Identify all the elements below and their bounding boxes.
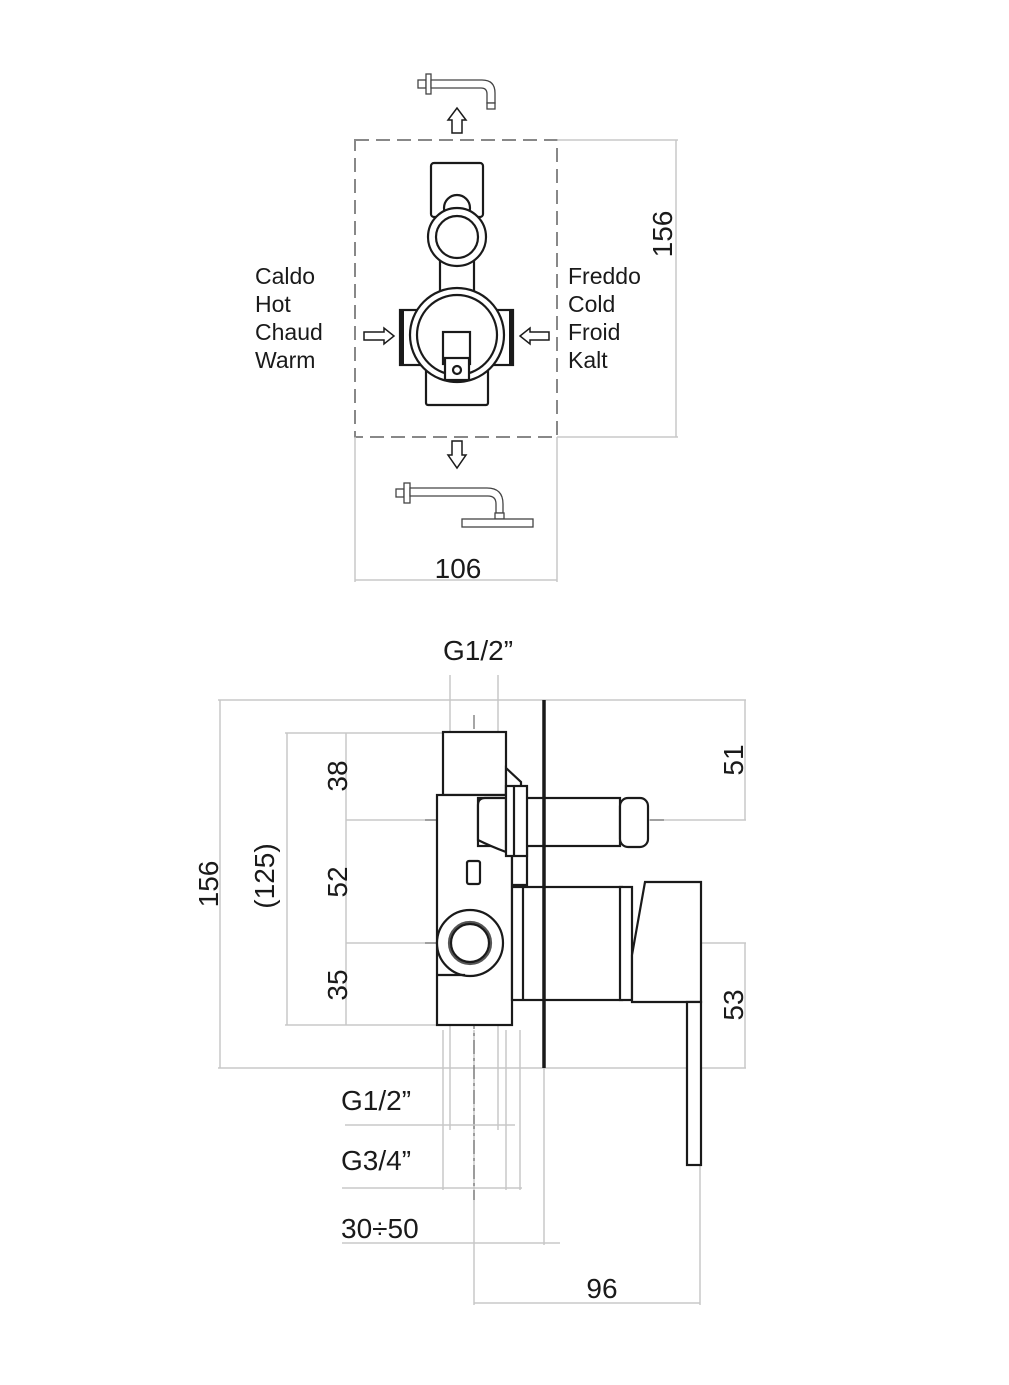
front-width-dim: 106 [435, 553, 482, 584]
install-depth-label: 30÷50 [341, 1213, 419, 1244]
cold-inlet-labels: Freddo Cold Froid Kalt [568, 263, 641, 373]
cold-label-fr: Froid [568, 319, 620, 345]
inner-height-dim: (125) [249, 843, 280, 908]
hot-inlet-labels: Caldo Hot Chaud Warm [255, 263, 323, 373]
projection-dim: 96 [586, 1273, 617, 1304]
shower-head-icon [395, 482, 534, 528]
right-bottom-dim: 53 [718, 989, 749, 1020]
spout-icon [417, 73, 496, 110]
outlet-thread-label: G1/2” [341, 1085, 411, 1116]
arrow-hot-inlet-icon [363, 326, 396, 346]
segment-bottom-dim: 35 [322, 969, 353, 1000]
side-view: G1/2” [193, 635, 749, 1305]
cold-label-it: Freddo [568, 263, 641, 289]
inlet-thread-label: G3/4” [341, 1145, 411, 1176]
front-height-dim: 156 [647, 211, 678, 258]
hot-label-it: Caldo [255, 263, 315, 289]
segment-top-dim: 38 [322, 760, 353, 791]
hot-label-de: Warm [255, 347, 315, 373]
segment-mid-dim: 52 [322, 866, 353, 897]
install-box [354, 139, 558, 438]
cold-label-de: Kalt [568, 347, 608, 373]
valve-body-front [398, 161, 515, 407]
front-view: 156 106 Caldo Hot Chaud Warm Freddo Cold… [255, 73, 678, 584]
arrow-up-icon [446, 106, 468, 134]
arrow-down-icon [446, 440, 468, 470]
valve-body-side [435, 700, 703, 1167]
hot-label-fr: Chaud [255, 319, 323, 345]
total-height-dim: 156 [193, 861, 224, 908]
right-top-dim: 51 [718, 744, 749, 775]
cold-label-en: Cold [568, 291, 615, 317]
arrow-cold-inlet-icon [518, 326, 550, 346]
hot-label-en: Hot [255, 291, 291, 317]
top-thread-label: G1/2” [443, 635, 513, 666]
